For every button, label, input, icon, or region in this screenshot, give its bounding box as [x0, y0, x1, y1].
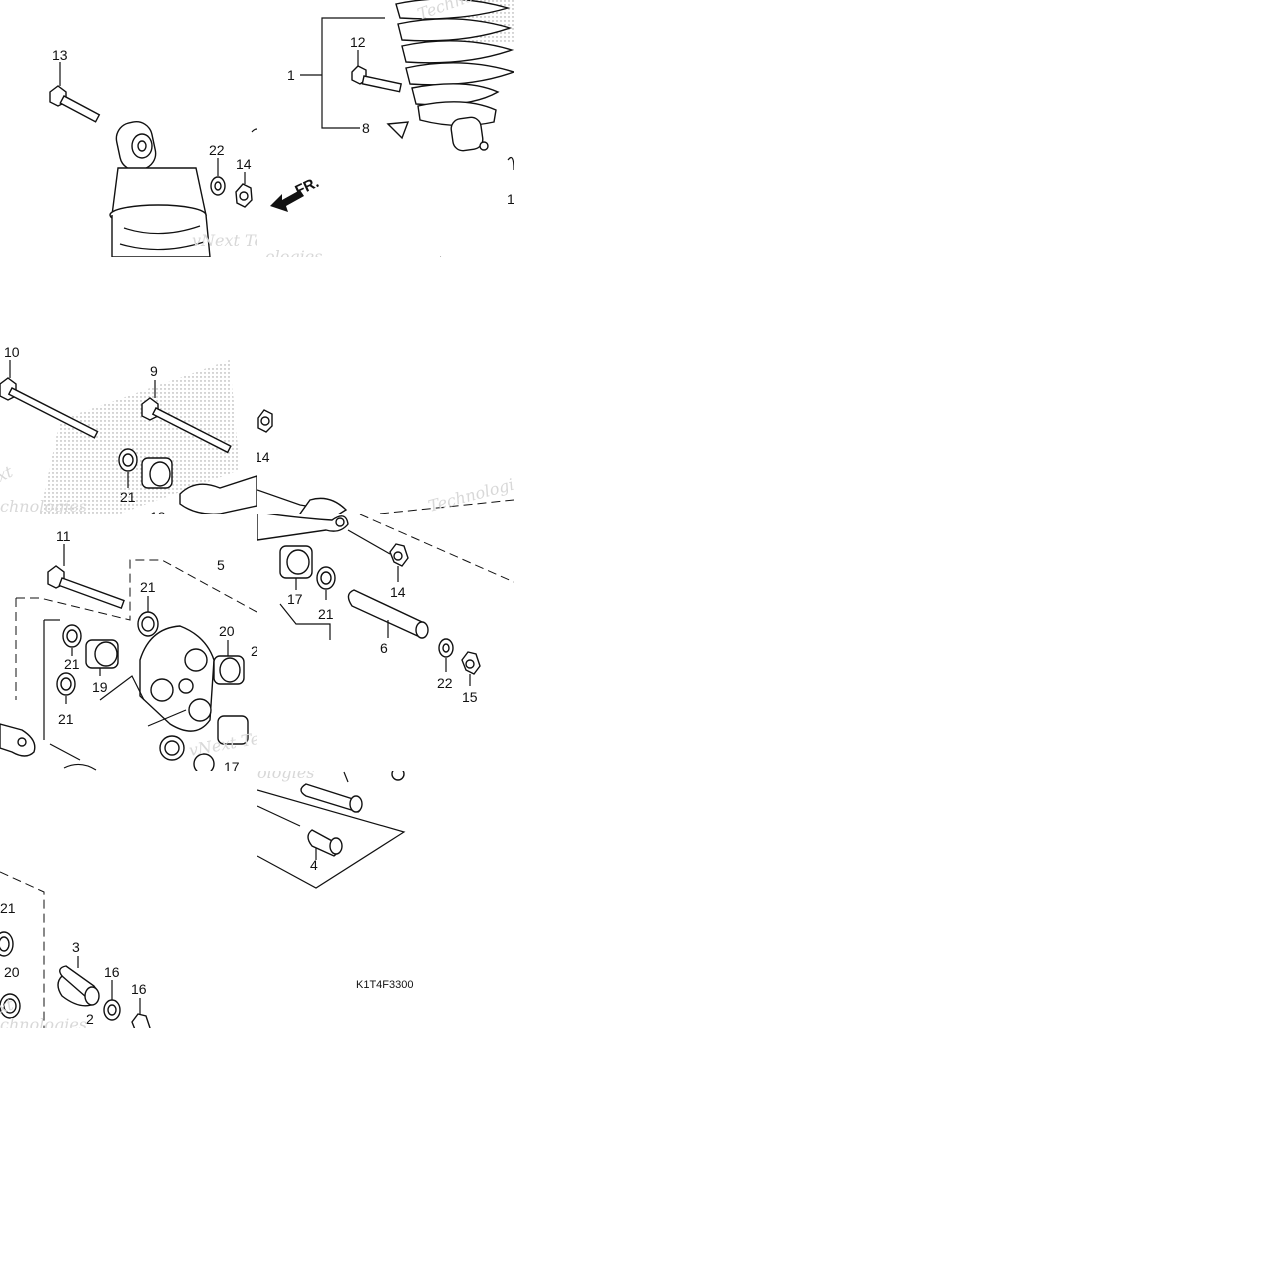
callout-20: 20 — [4, 964, 20, 980]
front-direction-arrow: FR. — [270, 174, 322, 212]
callout-9: 9 — [150, 363, 158, 379]
callout-1: 1 — [287, 67, 295, 83]
shock-spring — [395, 0, 514, 152]
nut-15 — [131, 1013, 151, 1028]
callout-12: 12 — [350, 34, 366, 50]
callout-17: 17 — [224, 759, 240, 775]
callout-19: 19 — [424, 517, 440, 533]
tile-shock-upper: 1 12 8 FR. ologies Techno 17 7 14 — [265, 0, 523, 367]
callout-5: 5 — [217, 557, 225, 573]
callout-17: 17 — [287, 591, 303, 607]
callout-19: 19 — [92, 679, 108, 695]
drawing-code: K1T4F3300 — [356, 979, 413, 991]
tile-pivot-bolts: 10 9 21 18 xt chnologies — [0, 344, 257, 525]
bolt-9 — [141, 397, 232, 454]
watermark-text: ologies — [257, 763, 314, 782]
tile-shock-lower-mount: vNext Tec 13 22 14 — [49, 47, 273, 257]
callout-14: 14 — [507, 191, 523, 207]
callout-21: 21 — [58, 711, 74, 727]
bolt-11 — [47, 565, 125, 609]
svg-text:FR.: FR. — [293, 174, 322, 200]
callout-7: 7 — [485, 351, 493, 367]
tile-cushion-link: 11 21 5 21 21 19 — [0, 528, 259, 775]
collar-3 — [57, 965, 100, 1007]
watermark-text: vNext Tec — [192, 231, 273, 250]
callout-13: 13 — [52, 47, 68, 63]
callout-22: 22 — [437, 675, 453, 691]
callout-3: 3 — [72, 939, 80, 955]
callout-15: 15 — [462, 689, 478, 705]
callout-21: 21 — [64, 656, 80, 672]
label-8 — [386, 121, 410, 140]
callout-16: 16 — [104, 964, 120, 980]
callout-17: 17 — [406, 255, 422, 271]
bolt-12 — [351, 65, 402, 93]
callout-14: 14 — [254, 449, 270, 465]
callout-2: 2 — [86, 1011, 94, 1027]
watermark-text: xt — [0, 462, 16, 486]
callout-21: 21 — [0, 900, 16, 916]
callout-21: 21 — [318, 606, 334, 622]
callout-20: 20 — [219, 623, 235, 639]
callout-18: 18 — [150, 509, 166, 525]
tile-link-rod: 14 19 Technologies — [254, 409, 533, 533]
callout-14: 14 — [236, 156, 252, 172]
collar-6 — [347, 589, 429, 639]
bolt-13 — [49, 85, 101, 123]
bolt-10 — [0, 377, 99, 439]
shock-absorber-lower — [109, 121, 211, 257]
callout-8: 8 — [362, 120, 370, 136]
cushion-link-5 — [139, 625, 215, 732]
bearing-17 — [141, 457, 173, 489]
callout-2: 2 — [251, 643, 259, 659]
callout-22: 22 — [209, 142, 225, 158]
callout-11: 11 — [56, 528, 71, 544]
tile-link-bushings: 14 17 21 6 22 15 — [257, 514, 514, 705]
tile-lower-collars: 21 20 3 16 16 2 xt chnologies — [0, 871, 151, 1034]
watermark-text: Technologies — [426, 470, 533, 516]
callout-6: 6 — [380, 640, 388, 656]
callout-16: 16 — [131, 981, 147, 997]
tile-collar-4: ologies 4 K1T4F3300 — [257, 763, 413, 991]
bearing-17 — [85, 639, 119, 669]
watermark-text: chnologies — [0, 497, 87, 516]
watermark-text: chnologies — [0, 1015, 87, 1034]
callout-14: 14 — [390, 584, 406, 600]
callout-10: 10 — [4, 344, 20, 360]
watermark-text: ologies — [265, 247, 322, 266]
callout-4: 4 — [310, 857, 318, 873]
callout-21: 21 — [120, 489, 136, 505]
collar-4 — [307, 829, 343, 857]
callout-21: 21 — [140, 579, 156, 595]
